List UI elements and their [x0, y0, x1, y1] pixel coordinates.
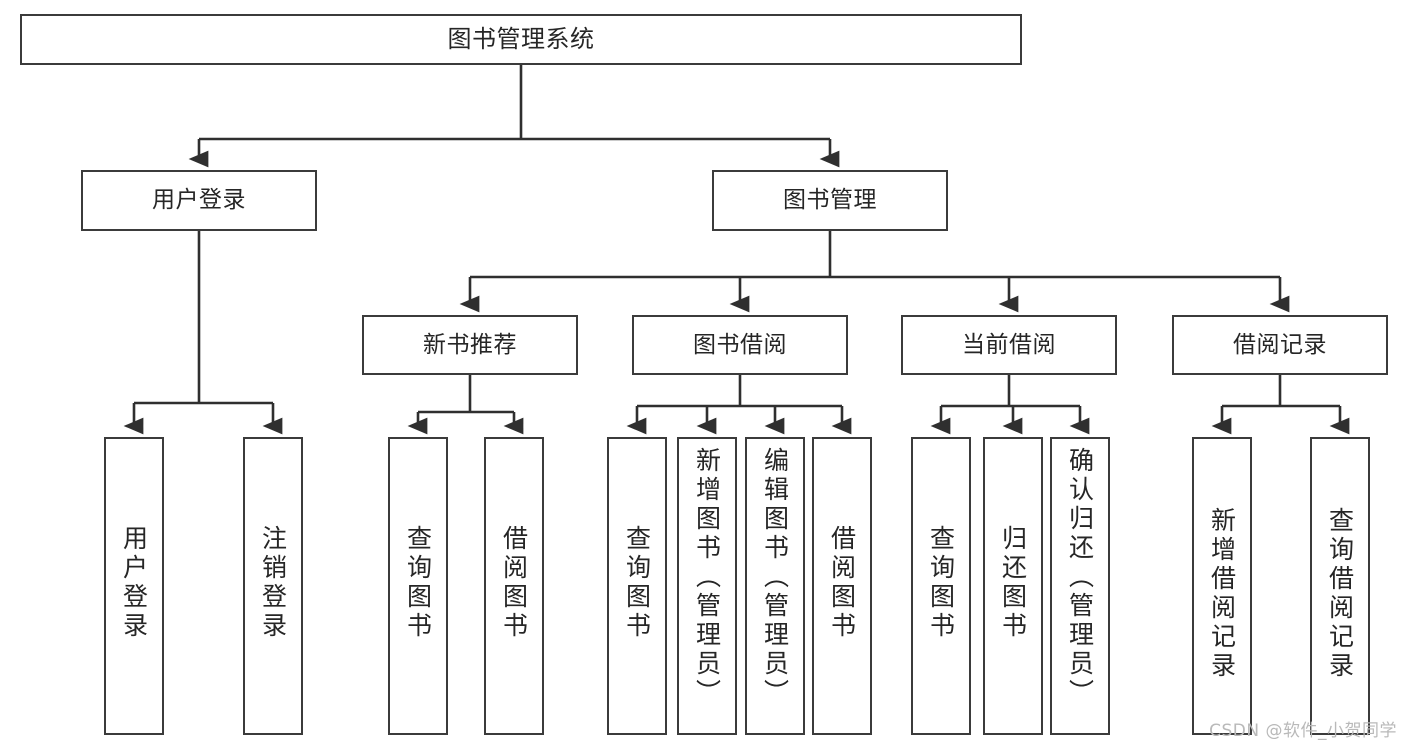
leaf-node-label: 归还图书 [998, 525, 1028, 641]
node-book-borrow[interactable]: 图书借阅 [632, 315, 848, 375]
leaf-node-leaf-add-record[interactable]: 新增借阅记录 [1192, 437, 1252, 735]
leaf-node-leaf-borrow-book-1[interactable]: 借阅图书 [484, 437, 544, 735]
leaf-node-label: 查询图书 [622, 525, 652, 641]
leaf-node-leaf-return-book[interactable]: 归还图书 [983, 437, 1043, 735]
node-label: 当前借阅 [962, 331, 1056, 358]
leaf-node-label: 用户登录 [119, 525, 149, 641]
node-user-login[interactable]: 用户登录 [81, 170, 317, 231]
leaf-node-label: 新增图书（管理员） [692, 447, 722, 708]
leaf-node-leaf-confirm-return[interactable]: 确认归还（管理员） [1050, 437, 1110, 735]
leaf-node-label: 查询图书 [926, 525, 956, 641]
leaf-node-leaf-query-book-3[interactable]: 查询图书 [911, 437, 971, 735]
edge-group [123, 65, 1350, 435]
node-label: 借阅记录 [1233, 331, 1327, 358]
leaf-node-leaf-user-login[interactable]: 用户登录 [104, 437, 164, 735]
node-label: 图书管理 [783, 187, 877, 214]
leaf-node-leaf-edit-book[interactable]: 编辑图书（管理员） [745, 437, 805, 735]
node-label: 图书借阅 [693, 331, 787, 358]
node-book-manage[interactable]: 图书管理 [712, 170, 948, 231]
leaf-node-label: 注销登录 [258, 525, 288, 641]
node-root-label: 图书管理系统 [447, 24, 595, 53]
leaf-node-leaf-query-book-2[interactable]: 查询图书 [607, 437, 667, 735]
leaf-node-leaf-add-book[interactable]: 新增图书（管理员） [677, 437, 737, 735]
leaf-node-label: 编辑图书（管理员） [760, 447, 790, 708]
leaf-node-label: 借阅图书 [499, 525, 529, 641]
leaf-node-label: 查询图书 [403, 525, 433, 641]
leaf-node-label: 查询借阅记录 [1325, 507, 1355, 681]
watermark-label: CSDN @软件_小贺同学 [1209, 721, 1397, 741]
leaf-node-leaf-logout[interactable]: 注销登录 [243, 437, 303, 735]
leaf-node-leaf-query-record[interactable]: 查询借阅记录 [1310, 437, 1370, 735]
leaf-node-label: 新增借阅记录 [1207, 507, 1237, 681]
leaf-node-label: 确认归还（管理员） [1065, 447, 1095, 708]
leaf-node-label: 借阅图书 [827, 525, 857, 641]
node-current-borrow[interactable]: 当前借阅 [901, 315, 1117, 375]
node-root[interactable]: 图书管理系统 [20, 14, 1022, 65]
node-borrow-record[interactable]: 借阅记录 [1172, 315, 1388, 375]
node-label: 用户登录 [152, 187, 246, 214]
leaf-node-leaf-query-book-1[interactable]: 查询图书 [388, 437, 448, 735]
node-new-book-rec[interactable]: 新书推荐 [362, 315, 578, 375]
leaf-node-leaf-borrow-book-2[interactable]: 借阅图书 [812, 437, 872, 735]
node-label: 新书推荐 [423, 331, 517, 358]
